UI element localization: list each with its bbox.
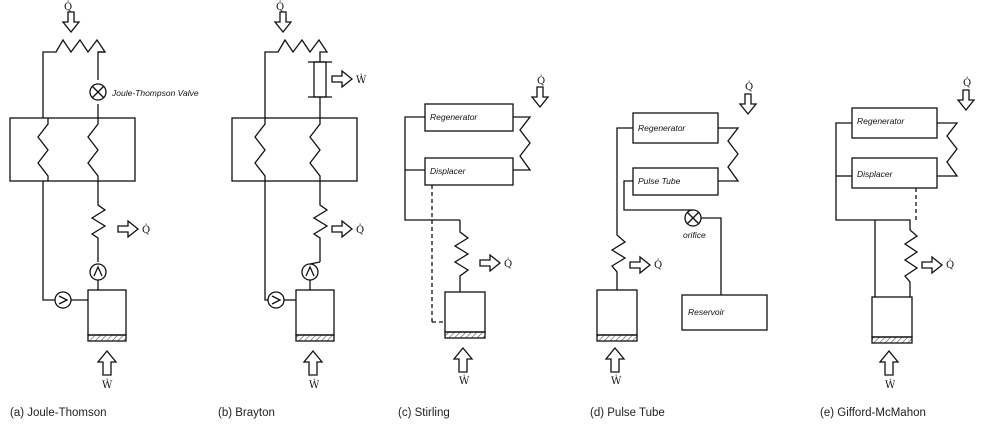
- work-in-arrow-icon: [878, 349, 900, 376]
- jt-valve-label: Joule-Thompson Valve: [111, 88, 199, 98]
- expander-icon: [308, 61, 332, 98]
- work-in-symbol: Ẇ: [885, 379, 896, 391]
- heat-in-symbol: Q̇: [537, 75, 545, 87]
- pump-icon: [89, 263, 107, 281]
- heat-in-symbol: Q̇: [64, 1, 72, 13]
- gifford-mcmahon-diagram: [835, 89, 976, 376]
- heat-out-symbol: Q̇: [654, 259, 662, 271]
- regenerator-label: Regenerator: [857, 116, 905, 126]
- pulse-tube-diagram: [596, 93, 768, 373]
- orifice-label: orifice: [683, 230, 706, 240]
- brayton-diagram: [231, 11, 358, 376]
- heat-out-symbol: Q̇: [142, 224, 150, 236]
- pulse-tube-label: Pulse Tube: [638, 176, 681, 186]
- heat-in-arrow-icon: [738, 93, 758, 116]
- work-in-symbol: Ẇ: [309, 379, 320, 391]
- heat-out-arrow-icon: [629, 255, 652, 275]
- orifice-icon: [684, 209, 702, 227]
- regenerator-label: Regenerator: [430, 112, 478, 122]
- displacer-label: Displacer: [857, 169, 894, 179]
- heat-out-arrow-icon: [479, 253, 502, 273]
- regenerator-label: Regenerator: [638, 123, 686, 133]
- caption-joule-thomson: (a) Joule-Thomson: [10, 407, 107, 419]
- heat-in-arrow-icon: [530, 86, 550, 109]
- caption-gifford-mcmahon: (e) Gifford-McMahon: [820, 407, 926, 419]
- work-in-arrow-icon: [452, 346, 474, 373]
- work-out-symbol: Ẇ: [356, 74, 367, 86]
- work-in-symbol: Ẇ: [102, 379, 113, 391]
- heat-in-arrow-icon: [273, 11, 293, 34]
- pump-icon: [267, 291, 285, 309]
- work-in-symbol: Ẇ: [611, 375, 622, 387]
- heat-in-symbol: Q̇: [276, 1, 284, 13]
- pump-icon: [54, 291, 72, 309]
- displacer-label: Displacer: [430, 166, 467, 176]
- heat-out-arrow-icon: [117, 219, 140, 239]
- stirling-diagram: [404, 86, 550, 373]
- heat-out-symbol: Q̇: [356, 224, 364, 236]
- caption-brayton: (b) Brayton: [218, 407, 275, 419]
- work-in-arrow-icon: [302, 349, 324, 376]
- heat-out-arrow-icon: [331, 219, 354, 239]
- caption-stirling: (c) Stirling: [398, 407, 450, 419]
- jt-valve-icon: [89, 83, 107, 101]
- heat-in-symbol: Q̇: [963, 77, 971, 89]
- work-in-arrow-icon: [604, 346, 626, 373]
- reservoir-label: Reservoir: [688, 307, 726, 317]
- heat-in-arrow-icon: [61, 11, 81, 34]
- heat-in-arrow-icon: [956, 89, 976, 112]
- heat-out-arrow-icon: [921, 255, 944, 275]
- heat-in-symbol: Q̇: [745, 81, 753, 93]
- heat-out-symbol: Q̇: [946, 259, 954, 271]
- joule-thomson-diagram: [9, 11, 140, 376]
- pump-icon: [301, 263, 319, 281]
- work-in-symbol: Ẇ: [459, 375, 470, 387]
- caption-pulse-tube: (d) Pulse Tube: [590, 407, 665, 419]
- heat-out-symbol: Q̇: [504, 258, 512, 270]
- work-in-arrow-icon: [96, 349, 118, 376]
- work-out-arrow-icon: [331, 69, 354, 89]
